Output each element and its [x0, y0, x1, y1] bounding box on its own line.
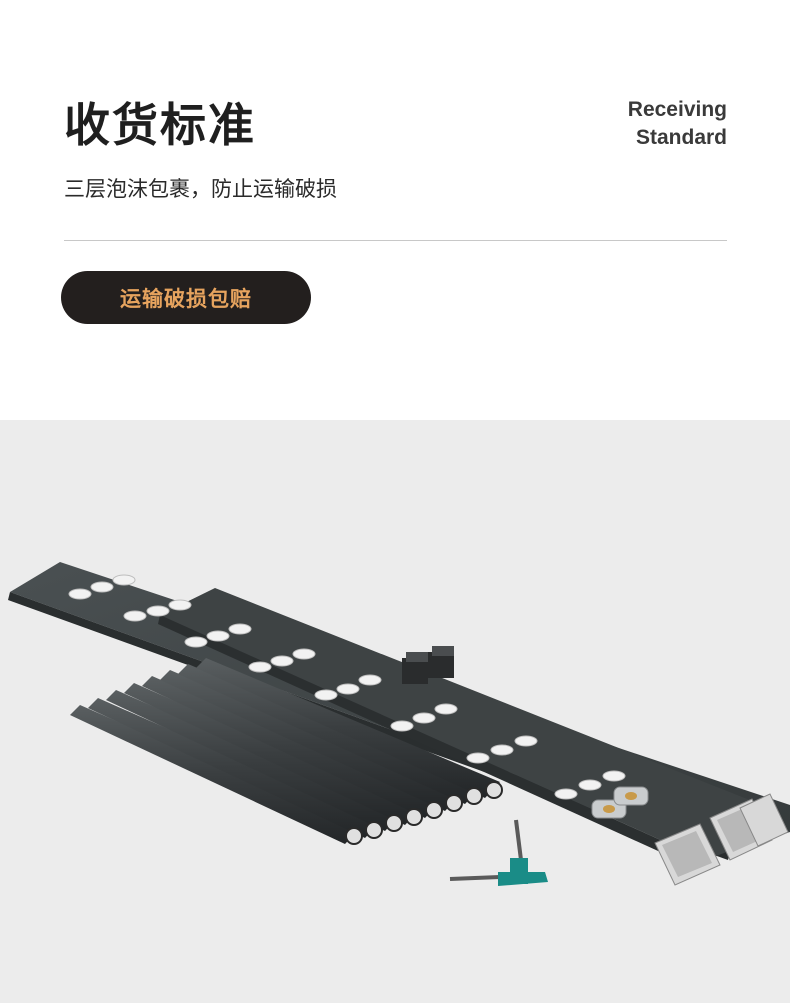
english-title: Receiving Standard — [628, 96, 727, 152]
guarantee-badge: 运输破损包赔 — [61, 271, 311, 324]
metal-clips — [591, 786, 649, 819]
product-photo — [0, 420, 790, 1003]
header-section: 收货标准 Receiving Standard 三层泡沫包裹，防止运输破损 运输… — [0, 0, 790, 420]
product-parts-photo — [8, 562, 790, 886]
page-title: 收货标准 — [64, 98, 256, 152]
english-title-line1: Receiving — [627, 98, 727, 121]
subtitle: 三层泡沫包裹，防止运输破损 — [64, 177, 337, 201]
english-title-line2: Standard — [635, 126, 727, 149]
hex-key — [449, 819, 548, 886]
plank-holes — [68, 574, 626, 800]
square-connectors — [402, 646, 454, 684]
tube-bundle — [70, 658, 503, 845]
profile-ends — [654, 793, 789, 886]
divider — [64, 240, 727, 241]
